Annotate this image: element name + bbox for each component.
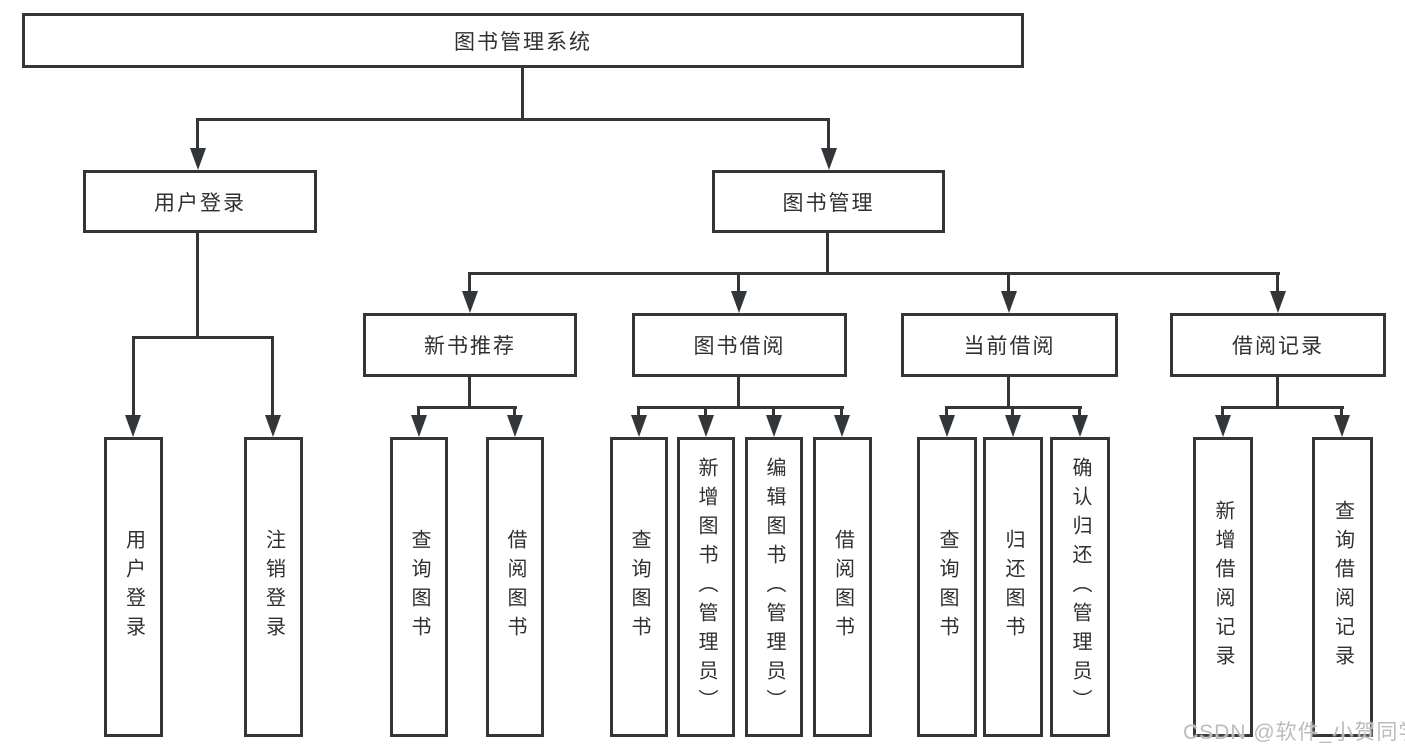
arrowhead-down-icon — [1334, 415, 1350, 437]
arrowhead-down-icon — [125, 415, 141, 437]
connector-userlogin-drop-1 — [132, 336, 135, 416]
connector-bookborrow-drop-3 — [772, 406, 775, 416]
node-label: 借阅记录 — [1232, 335, 1324, 358]
connector-bookborrow-stem — [737, 377, 740, 406]
node-leaf-borrow-query-book: 查询图书 — [610, 437, 668, 737]
connector-bookmgmt-drop-3 — [1007, 272, 1010, 293]
node-leaf-current-return-book: 归还图书 — [983, 437, 1043, 737]
node-label: 查询图书 — [408, 529, 430, 645]
node-label: 借阅图书 — [831, 529, 854, 645]
connector-borrowrecord-drop-2 — [1340, 406, 1343, 416]
node-label: 查询借阅记录 — [1331, 500, 1354, 674]
node-label: 用户登录 — [122, 529, 145, 645]
node-leaf-logout: 注销登录 — [244, 437, 303, 737]
connector-userlogin-rail — [132, 336, 274, 339]
node-leaf-borrow-borrow-book: 借阅图书 — [813, 437, 872, 737]
connector-currentborrow-stem — [1007, 377, 1010, 406]
csdn-watermark: CSDN @软件_小贺同学 — [1183, 721, 1405, 744]
arrowhead-down-icon — [766, 415, 782, 437]
arrowhead-down-icon — [462, 291, 478, 313]
node-current-borrow: 当前借阅 — [901, 313, 1118, 377]
node-book-borrow: 图书借阅 — [632, 313, 847, 377]
node-leaf-record-add-borrow-record: 新增借阅记录 — [1193, 437, 1253, 737]
connector-bookborrow-drop-4 — [840, 406, 843, 416]
arrowhead-down-icon — [698, 415, 714, 437]
arrowhead-down-icon — [1215, 415, 1231, 437]
arrowhead-down-icon — [731, 291, 747, 313]
arrowhead-down-icon — [1270, 291, 1286, 313]
connector-newbook-rail — [417, 406, 517, 409]
node-label: 注销登录 — [262, 529, 285, 645]
connector-currentborrow-drop-1 — [945, 406, 948, 416]
node-label: 查询图书 — [628, 529, 650, 645]
node-label: 图书管理系统 — [454, 30, 592, 54]
connector-root-drop-left — [196, 118, 199, 152]
node-leaf-current-confirm-return-admin: 确认归还（管理员） — [1050, 437, 1110, 737]
connector-root-drop-right — [827, 118, 830, 152]
node-label: 确认归还（管理员） — [1069, 456, 1091, 718]
arrowhead-down-icon — [507, 415, 523, 437]
connector-bookmgmt-stem — [826, 233, 829, 275]
node-leaf-user-login: 用户登录 — [104, 437, 163, 737]
node-label: 借阅图书 — [504, 529, 526, 645]
arrowhead-down-icon — [1001, 291, 1017, 313]
arrowhead-down-icon — [1072, 415, 1088, 437]
node-label: 归还图书 — [1002, 529, 1024, 645]
connector-bookmgmt-drop-2 — [737, 272, 740, 293]
node-label: 新增借阅记录 — [1212, 500, 1234, 674]
node-label: 新书推荐 — [424, 335, 516, 358]
connector-newbook-drop-1 — [417, 406, 420, 416]
arrowhead-down-icon — [1005, 415, 1021, 437]
arrowhead-down-icon — [939, 415, 955, 437]
connector-userlogin-drop-2 — [271, 336, 274, 416]
connector-newbook-stem — [468, 377, 471, 406]
connector-borrowrecord-rail — [1221, 406, 1344, 409]
connector-newbook-drop-2 — [513, 406, 516, 416]
node-root-library-system: 图书管理系统 — [22, 13, 1024, 68]
connector-bookborrow-rail — [637, 406, 844, 409]
arrowhead-down-icon — [821, 148, 837, 170]
connector-borrowrecord-drop-1 — [1221, 406, 1224, 416]
node-label: 查询图书 — [936, 529, 958, 645]
node-leaf-borrow-edit-book-admin: 编辑图书（管理员） — [745, 437, 803, 737]
connector-currentborrow-drop-3 — [1078, 406, 1081, 416]
node-label: 当前借阅 — [963, 335, 1056, 358]
node-leaf-record-query-borrow-record: 查询借阅记录 — [1312, 437, 1373, 737]
node-leaf-current-query-book: 查询图书 — [917, 437, 977, 737]
arrowhead-down-icon — [631, 415, 647, 437]
node-label: 编辑图书（管理员） — [763, 456, 785, 718]
node-label: 新增图书（管理员） — [695, 456, 717, 718]
connector-bookmgmt-rail — [468, 272, 1280, 275]
node-leaf-newbook-borrow-book: 借阅图书 — [486, 437, 544, 737]
node-new-book-recommend: 新书推荐 — [363, 313, 577, 377]
node-borrow-record: 借阅记录 — [1170, 313, 1386, 377]
node-label: 图书借阅 — [693, 335, 786, 358]
node-label: 用户登录 — [154, 191, 246, 215]
connector-userlogin-stem — [196, 233, 199, 339]
node-leaf-borrow-add-book-admin: 新增图书（管理员） — [677, 437, 735, 737]
arrowhead-down-icon — [190, 148, 206, 170]
connector-bookmgmt-drop-4 — [1276, 272, 1279, 293]
connector-borrowrecord-stem — [1276, 377, 1279, 406]
connector-root-rail — [196, 118, 830, 121]
connector-bookmgmt-drop-1 — [468, 272, 471, 293]
connector-root-stem — [521, 68, 524, 118]
connector-bookborrow-drop-2 — [704, 406, 707, 416]
node-book-management: 图书管理 — [712, 170, 945, 233]
connector-bookborrow-drop-1 — [637, 406, 640, 416]
arrowhead-down-icon — [265, 415, 281, 437]
node-label: 图书管理 — [782, 191, 875, 215]
node-user-login: 用户登录 — [83, 170, 317, 233]
arrowhead-down-icon — [834, 415, 850, 437]
arrowhead-down-icon — [411, 415, 427, 437]
node-leaf-newbook-query-book: 查询图书 — [390, 437, 448, 737]
connector-currentborrow-drop-2 — [1011, 406, 1014, 416]
